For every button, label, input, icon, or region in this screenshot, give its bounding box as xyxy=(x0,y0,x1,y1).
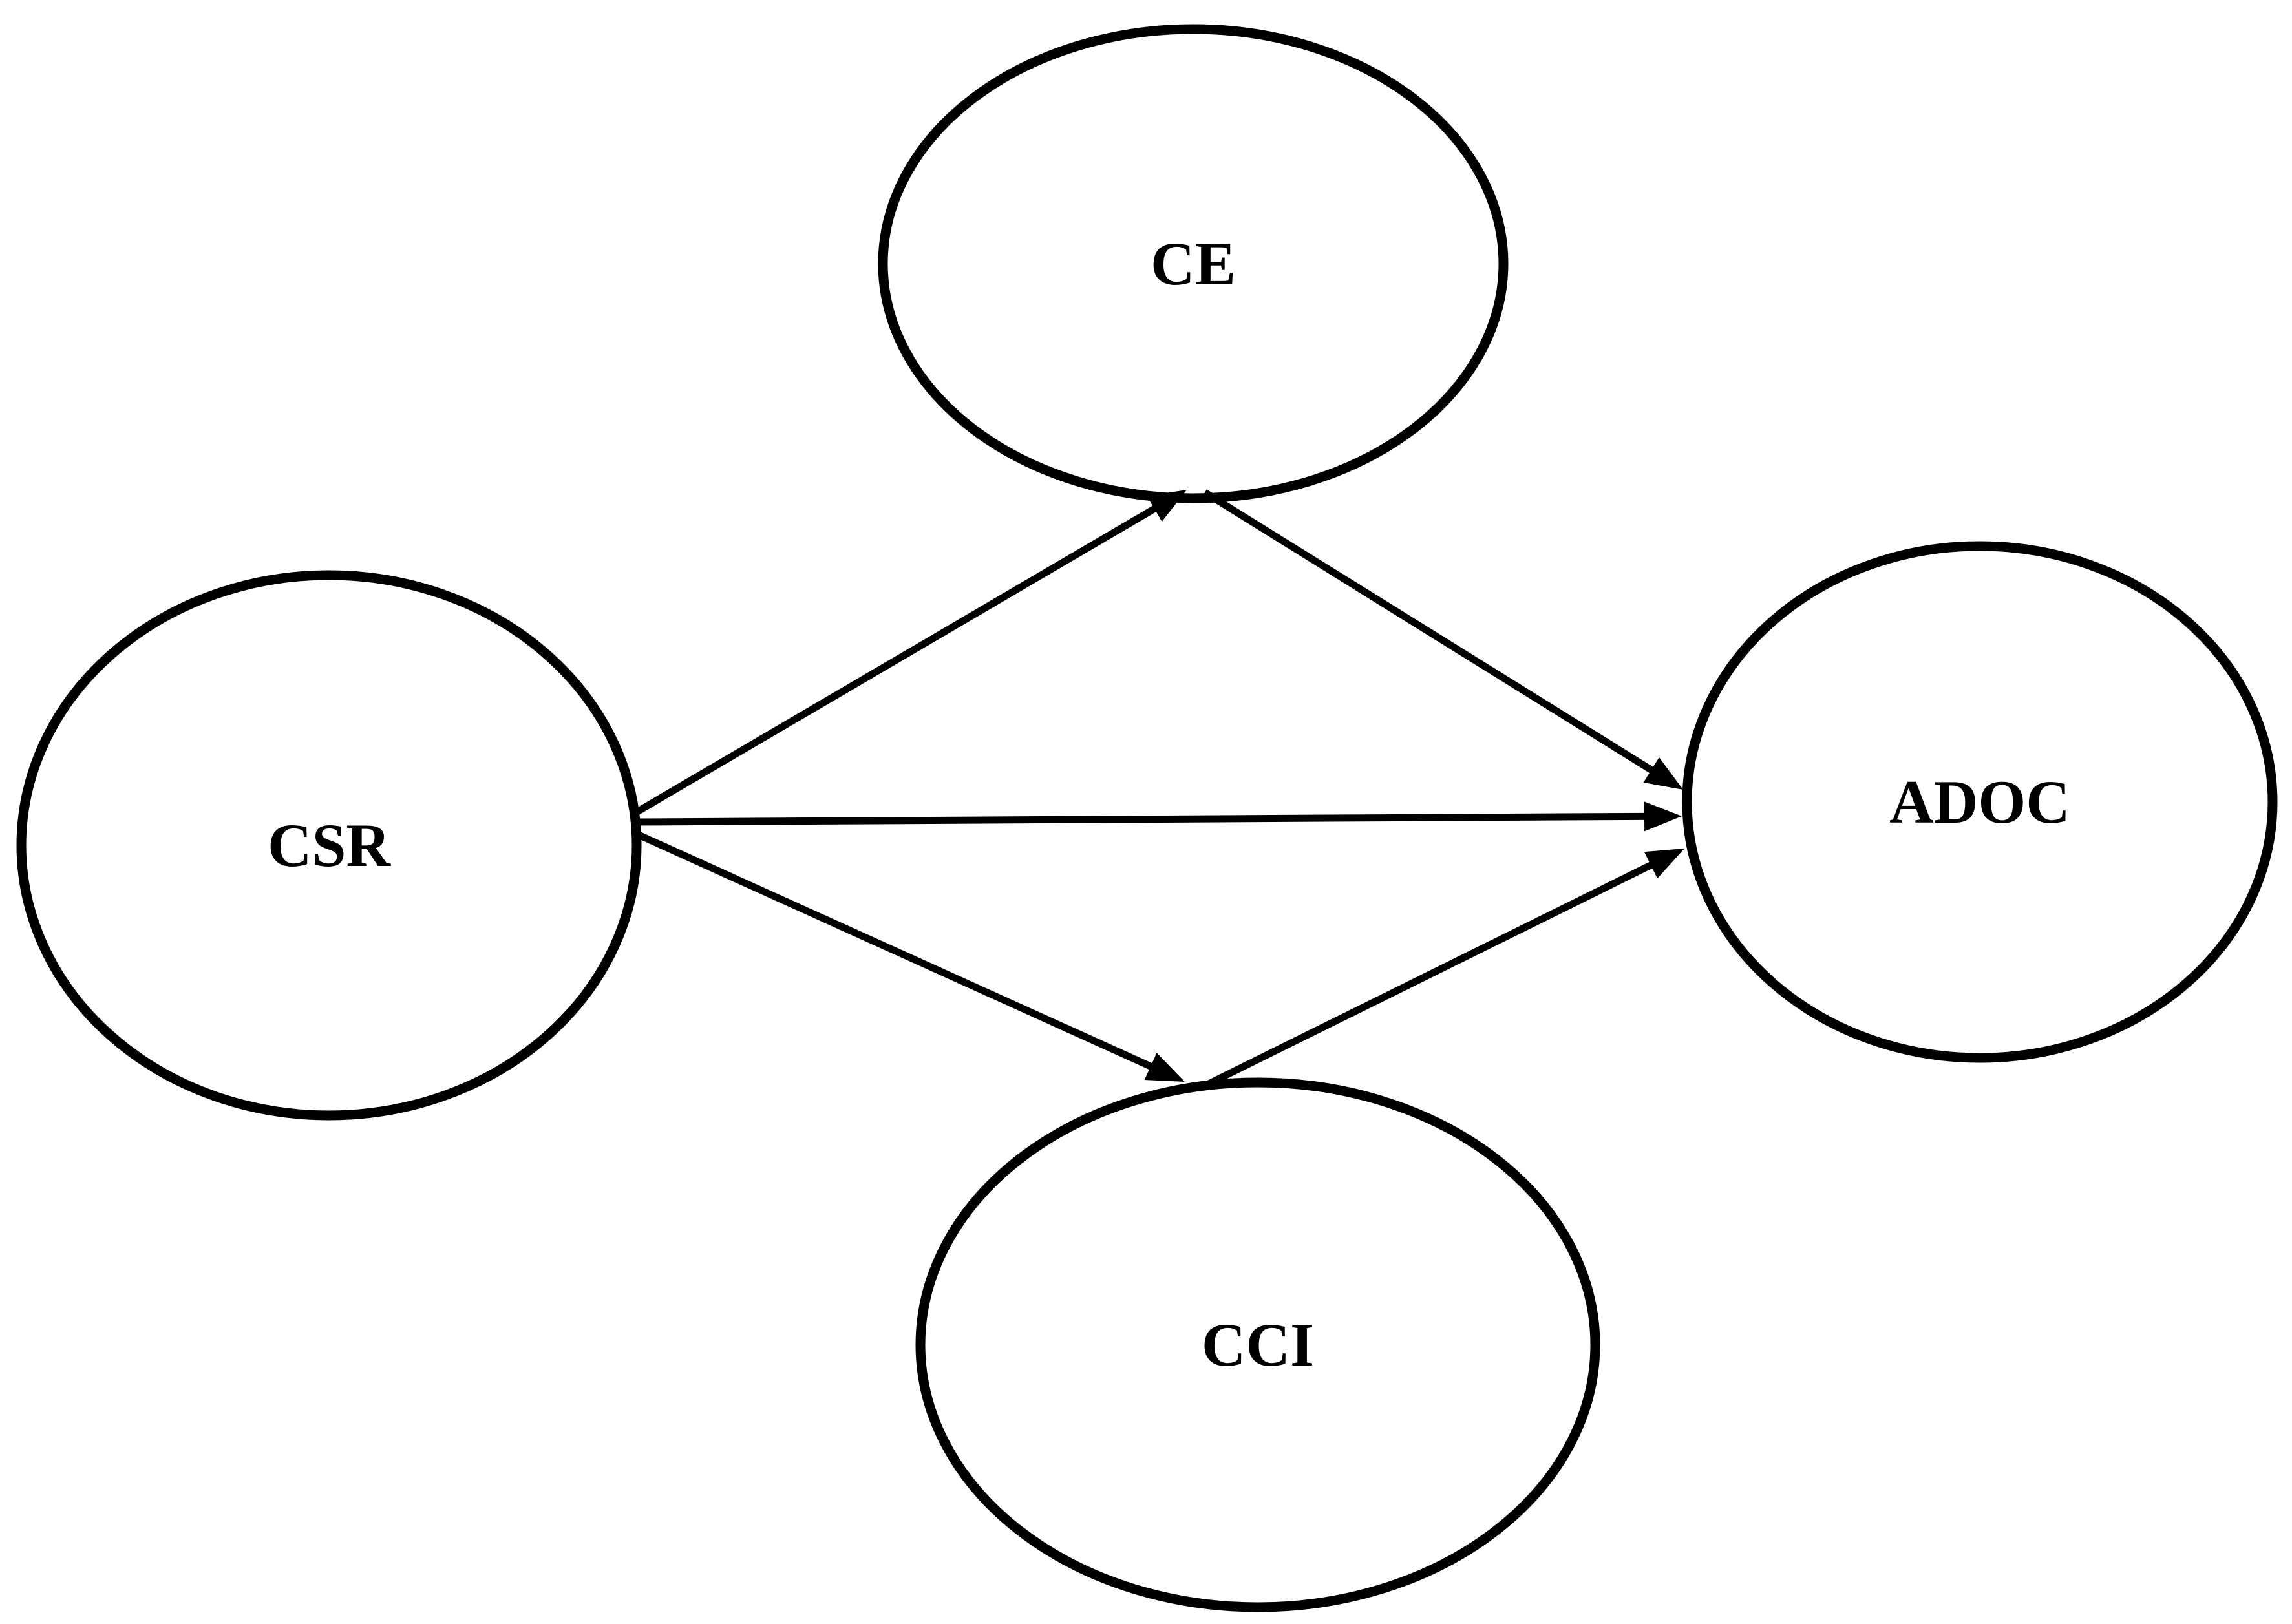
node-cci: CCI xyxy=(915,1077,1600,1612)
edge-cci-to-adoc xyxy=(1203,859,1657,1089)
node-label-ce: CE xyxy=(1151,229,1236,298)
edge-csr-to-adoc xyxy=(637,812,1650,826)
node-label-csr: CSR xyxy=(268,811,391,880)
edge-csr-to-cci xyxy=(635,830,1157,1072)
node-ellipse-adoc xyxy=(1682,541,2278,1063)
arrowhead-cci-to-adoc xyxy=(1644,849,1684,879)
node-ce: CE xyxy=(878,24,1509,503)
arrowhead-csr-to-adoc xyxy=(1644,801,1682,832)
node-ellipse-csr xyxy=(16,570,642,1121)
node-ellipse-cci xyxy=(915,1077,1600,1612)
node-adoc: ADOC xyxy=(1682,541,2278,1063)
edge-csr-to-ce xyxy=(635,503,1161,815)
node-label-adoc: ADOC xyxy=(1889,768,2070,836)
node-csr: CSR xyxy=(16,570,642,1121)
arrowhead-ce-to-adoc xyxy=(1643,757,1683,790)
node-label-cci: CCI xyxy=(1202,1311,1314,1379)
arrowhead-csr-to-cci xyxy=(1144,1053,1185,1082)
edge-ce-to-adoc xyxy=(1203,489,1658,776)
node-ellipse-ce xyxy=(878,24,1509,503)
arrowhead-csr-to-ce xyxy=(1147,490,1187,522)
